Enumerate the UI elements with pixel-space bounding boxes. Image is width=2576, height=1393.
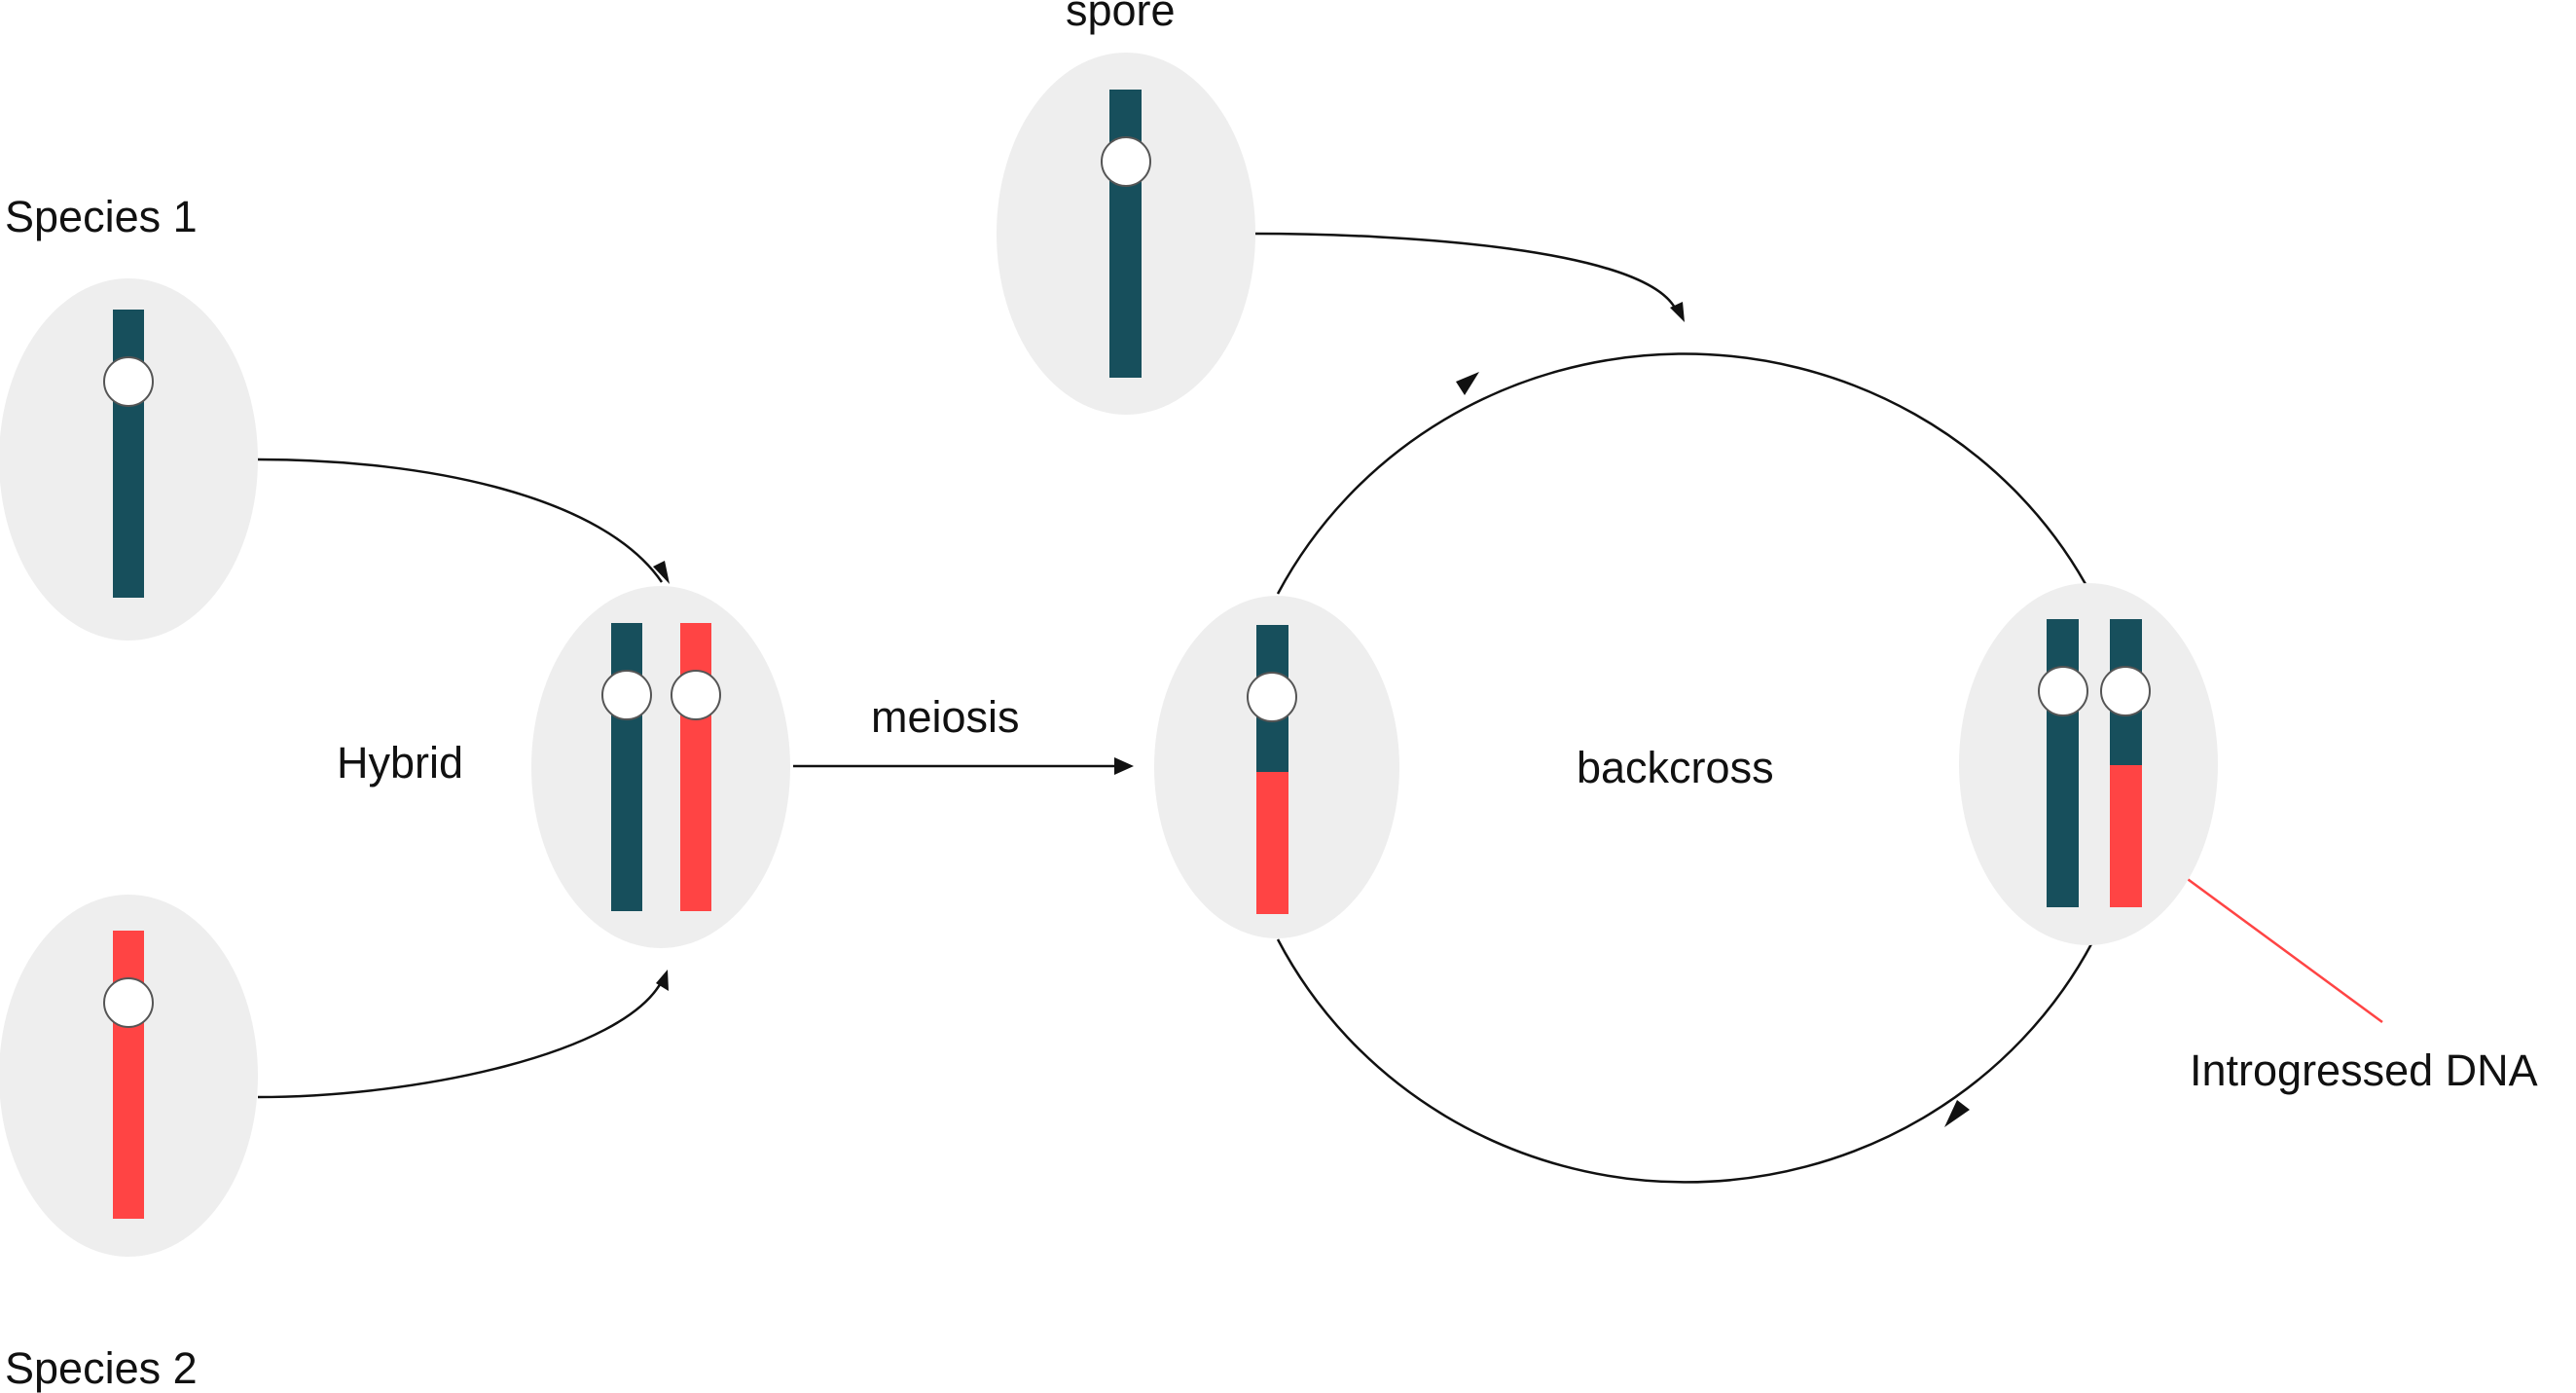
meiosis-label: meiosis [871,692,1020,742]
backcross-cycle-lower-arrowhead [1944,1100,1970,1127]
hybrid-chromosome-species2 [680,623,711,911]
backcross-label: backcross [1577,743,1774,792]
spore-chromosome [1109,90,1142,378]
species2-cell [0,895,258,1257]
spore-cell [997,53,1255,415]
centromere [103,977,154,1028]
centromere [1101,136,1151,187]
spore-label: spore [1066,0,1176,35]
centromere [103,356,154,407]
meiosis-product-cell [1154,596,1399,938]
spore-to-cycle-arrowhead [1670,302,1685,322]
backcross-cycle-upper-arc [1276,352,2087,595]
species1-chromosome [113,310,144,598]
introgressed-segment [2110,765,2142,907]
spore-to-cycle-arrow [1252,232,1678,311]
introgressed-dna-label: Introgressed DNA [2190,1045,2538,1095]
centromere [2100,666,2151,716]
species2-chromosome [113,931,144,1219]
species1-to-hybrid-arrow [257,458,664,583]
centromere [601,670,652,720]
hybrid-cell [531,586,790,948]
species1-cell [0,278,258,641]
centromere [671,670,721,720]
meiosis-arrowhead [1114,757,1134,775]
species1-to-hybrid-arrowhead [653,561,670,584]
species2-to-hybrid-arrow [257,980,664,1099]
hybrid-chromosome-species1 [611,623,642,911]
centromere [2038,666,2088,716]
centromere [1247,672,1297,722]
hybrid-label: Hybrid [337,738,463,788]
species2-to-hybrid-arrowhead [656,970,669,991]
recombinant-chromosome-species2-part [1256,772,1288,914]
backcross-product-cell [1959,583,2218,945]
backcross-cycle-lower-arc [1276,938,2094,1184]
backcross-cycle-upper-arrowhead [1456,372,1479,395]
backcross-chromosome-species1 [2047,619,2079,907]
species1-label: Species 1 [5,192,198,241]
introgressed-pointer-line [2180,872,2383,1024]
species2-label: Species 2 [5,1343,198,1393]
